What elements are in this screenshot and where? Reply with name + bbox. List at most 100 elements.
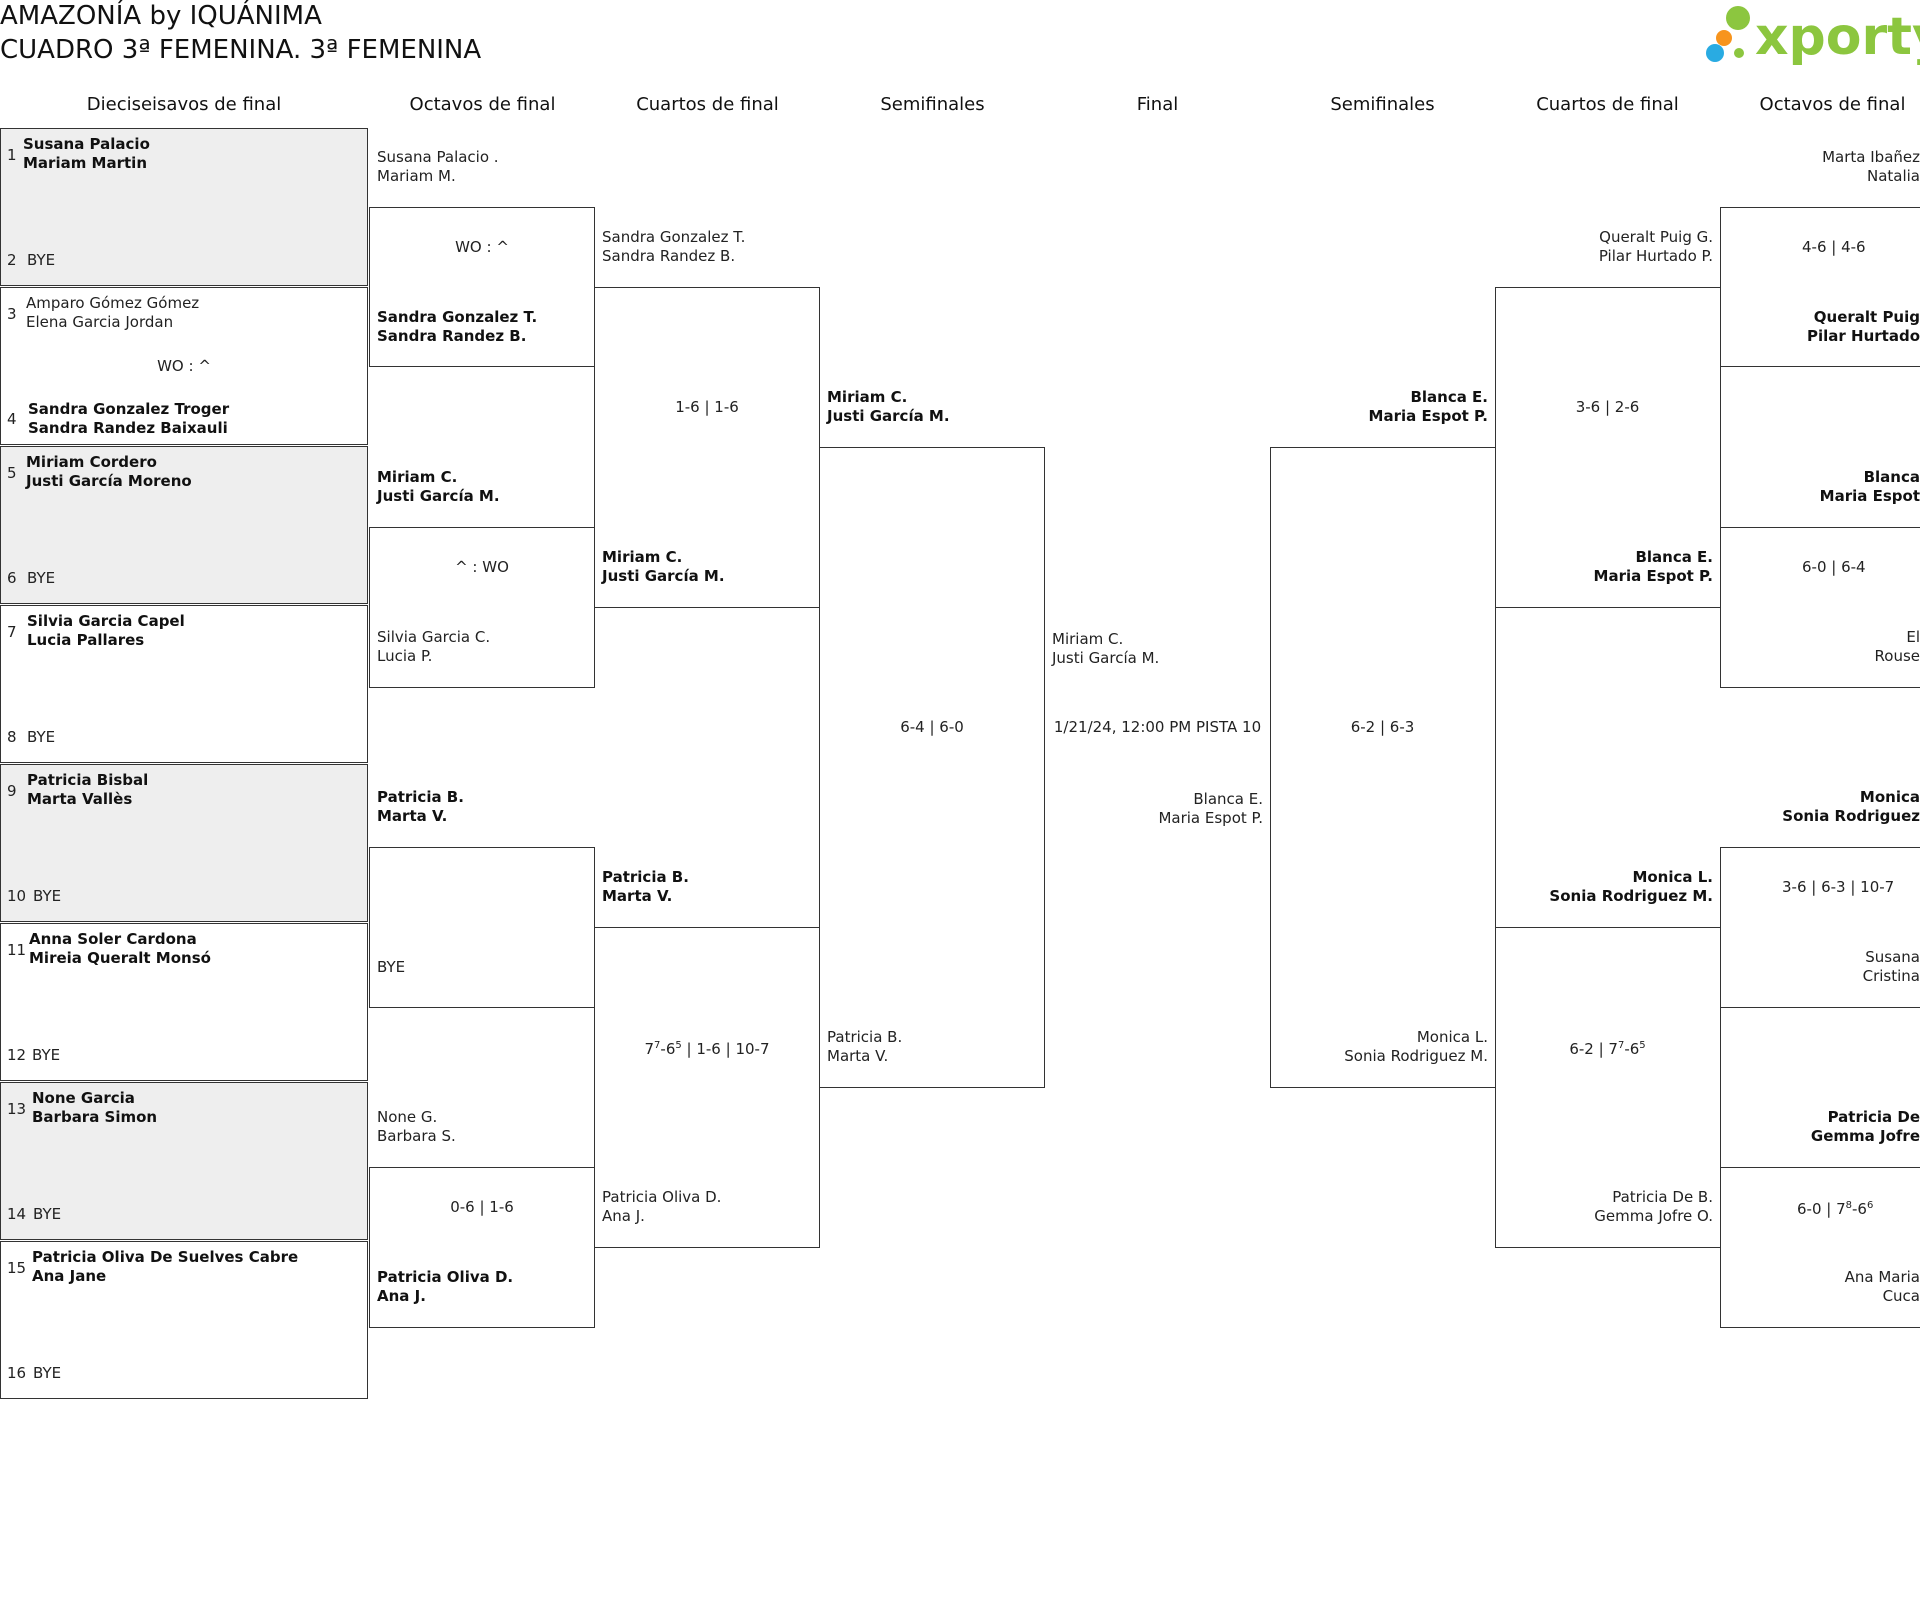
player-name: Miriam C.: [1052, 630, 1124, 648]
r16-left-team-4[interactable]: Silvia Garcia C.Lucia P.: [377, 628, 490, 666]
final-team-2[interactable]: Blanca E.Maria Espot P.: [1158, 790, 1263, 828]
r32-match-6: [0, 923, 368, 1081]
player-name: Anna Soler Cardona: [29, 930, 197, 948]
r32-team-2[interactable]: BYE: [27, 251, 56, 269]
player-name: Susana Palacio .: [377, 148, 499, 166]
player-name: Miriam C.: [377, 468, 458, 486]
final-schedule: 1/21/24, 12:00 PM PISTA 10: [1053, 718, 1262, 736]
player-name: Ana Maria: [1844, 1268, 1920, 1286]
seed-number: 16: [7, 1364, 27, 1382]
player-name: Patricia Oliva D.: [602, 1188, 722, 1206]
player-name: Susana Palacio: [23, 135, 150, 153]
r16-left-team-3[interactable]: Miriam C.Justi García M.: [377, 468, 500, 506]
sf-right-team-1[interactable]: Blanca E.Maria Espot P.: [1369, 388, 1488, 426]
seed-number: 14: [7, 1205, 27, 1223]
player-name: Pilar Hurtado: [1807, 327, 1920, 345]
player-name: Lucia P.: [377, 647, 433, 665]
sf-right-team-2[interactable]: Monica L.Sonia Rodriguez M.: [1344, 1028, 1488, 1066]
xporty-logo[interactable]: xporty: [1690, 4, 1920, 70]
player-name: Silvia Garcia C.: [377, 628, 491, 646]
qf-right-match-2: [1495, 927, 1721, 1248]
r16-left-team-2[interactable]: Sandra Gonzalez T.Sandra Randez B.: [377, 308, 537, 346]
r32-team-6[interactable]: BYE: [27, 569, 56, 587]
player-name: Sandra Randez Baixauli: [28, 419, 228, 437]
qf-right-team-1[interactable]: Queralt Puig G.Pilar Hurtado P.: [1599, 228, 1713, 266]
player-name: Mariam M.: [377, 167, 456, 185]
player-name: Sonia Rodriguez: [1782, 807, 1920, 825]
qf-right-team-4[interactable]: Patricia De B.Gemma Jofre O.: [1594, 1188, 1713, 1226]
qf-right-team-3[interactable]: Monica L.Sonia Rodriguez M.: [1549, 868, 1713, 906]
sf-left-team-2[interactable]: Patricia B.Marta V.: [827, 1028, 902, 1066]
sf-left-score: 6-4 | 6-0: [900, 718, 964, 736]
r16-left-score-1: WO : ^: [455, 238, 509, 256]
r16-left-score-4: 0-6 | 1-6: [450, 1198, 514, 1216]
player-name: Patricia De: [1827, 1108, 1920, 1126]
r32-match-4: [0, 605, 368, 763]
qf-left-team-1[interactable]: Sandra Gonzalez T.Sandra Randez B.: [602, 228, 745, 266]
r16-left-score-2: ^ : WO: [455, 558, 509, 576]
logo-dot-orange-icon: [1716, 30, 1732, 46]
player-name: Lucia Pallares: [27, 631, 145, 649]
player-name: Blanca E.: [1410, 388, 1488, 406]
r32-team-14[interactable]: BYE: [33, 1205, 62, 1223]
sf-left-team-1[interactable]: Miriam C.Justi García M.: [827, 388, 950, 426]
tournament-title: AMAZONÍA by IQUÁNIMA: [0, 1, 322, 31]
r16-right-match-3: [1720, 847, 1920, 1008]
player-name: Queralt Puig: [1813, 308, 1920, 326]
r16-left-team-5[interactable]: Patricia B.Marta V.: [377, 788, 464, 826]
qf-left-team-3[interactable]: Patricia B.Marta V.: [602, 868, 689, 906]
player-name: Barbara Simon: [32, 1108, 158, 1126]
final-team-1[interactable]: Miriam C.Justi García M.: [1052, 630, 1159, 668]
r32-match-8: [0, 1241, 368, 1399]
qf-right-score-2: 6-2 | 77-65: [1569, 1040, 1646, 1058]
player-name: Ana Jane: [32, 1267, 107, 1285]
player-name: Natalia: [1866, 167, 1920, 185]
player-name: Justi García M.: [827, 407, 950, 425]
r32-team-16[interactable]: BYE: [33, 1364, 62, 1382]
player-name: Sandra Gonzalez Troger: [28, 400, 230, 418]
seed-number: 10: [7, 887, 27, 905]
player-name: El: [1906, 628, 1920, 646]
player-name: Patricia De B.: [1612, 1188, 1713, 1206]
player-name: Miriam C.: [602, 548, 683, 566]
qf-left-team-4[interactable]: Patricia Oliva D.Ana J.: [602, 1188, 721, 1226]
qf-right-team-2[interactable]: Blanca E.Maria Espot P.: [1594, 548, 1713, 586]
round-header-sf-left: Semifinales: [880, 94, 985, 115]
r32-team-10[interactable]: BYE: [33, 887, 62, 905]
r32-team-8[interactable]: BYE: [27, 728, 56, 746]
seed-number: 5: [7, 464, 17, 482]
round-header-r16-right: Octavos de final: [1759, 94, 1906, 115]
round-header-r16-left: Octavos de final: [409, 94, 556, 115]
sf-right-match: [1270, 447, 1496, 1088]
r32-match-3: [0, 446, 368, 604]
qf-right-match-1: [1495, 287, 1721, 608]
player-name: Elena Garcia Jordan: [26, 313, 174, 331]
r16-left-team-6[interactable]: BYE: [377, 958, 406, 976]
player-name: Monica: [1859, 788, 1920, 806]
r16-left-team-8[interactable]: Patricia Oliva D.Ana J.: [377, 1268, 513, 1306]
r16-left-team-1[interactable]: Susana Palacio .Mariam M.: [377, 148, 499, 186]
qf-left-team-2[interactable]: Miriam C.Justi García M.: [602, 548, 725, 586]
player-name: Justi García Moreno: [26, 472, 192, 490]
round-header-final: Final: [1136, 94, 1179, 115]
r32-team-12[interactable]: BYE: [32, 1046, 61, 1064]
player-name: Patricia Oliva De Suelves Cabre: [32, 1248, 299, 1266]
r16-left-team-7[interactable]: None G.Barbara S.: [377, 1108, 456, 1146]
